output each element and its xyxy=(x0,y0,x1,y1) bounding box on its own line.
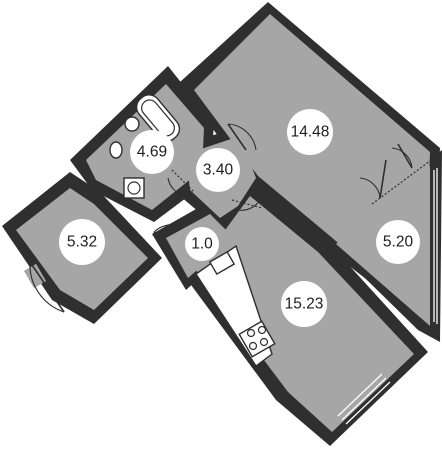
badge-loggia xyxy=(376,220,420,264)
room-balcony: 5.32 xyxy=(59,219,105,265)
door-swing-bathroom xyxy=(167,177,187,197)
bathroom-fixtures xyxy=(109,94,181,199)
area-kitchen: 15.23 xyxy=(285,296,324,313)
area-hallway: 3.40 xyxy=(203,162,234,179)
badge-wc xyxy=(185,227,219,261)
sink-icon xyxy=(124,116,140,132)
door-leaf-loggia-2 xyxy=(397,143,413,169)
burner-3-icon xyxy=(248,341,258,351)
doors xyxy=(23,123,435,313)
badge-balcony xyxy=(59,219,105,265)
burner-2-icon xyxy=(257,325,267,335)
area-living-room: 14.48 xyxy=(291,124,330,141)
room-living-room: 14.48 xyxy=(287,109,333,155)
bathtub-inner xyxy=(141,99,175,137)
kitchen-window-2 xyxy=(341,377,387,421)
kitchen-sink-icon xyxy=(208,250,236,276)
door-swing-loggia-2 xyxy=(391,147,413,169)
badge-bathroom xyxy=(130,130,174,174)
kitchen-fixtures xyxy=(195,244,276,368)
room-kitchen: 15.23 xyxy=(281,281,327,327)
loggia-threshold xyxy=(371,157,435,205)
room-hallway: 3.40 xyxy=(196,148,240,192)
badge-living-room xyxy=(287,109,333,155)
door-swing-wc xyxy=(153,224,181,233)
room-wc: 1.0 xyxy=(185,227,219,261)
room-loggia: 5.20 xyxy=(376,220,420,264)
bathroom-threshold xyxy=(171,169,195,193)
door-leaf-living-room xyxy=(227,123,247,151)
burner-1-icon xyxy=(246,328,256,338)
door-swing-hallway xyxy=(237,195,263,211)
area-balcony: 5.32 xyxy=(67,234,97,251)
bathtub xyxy=(135,94,181,142)
badge-hallway xyxy=(196,148,240,192)
room-bathroom: 4.69 xyxy=(130,130,174,174)
hallway-threshold xyxy=(231,199,263,209)
door-swing-balcony xyxy=(29,261,65,313)
floors xyxy=(16,14,430,432)
area-bathroom: 4.69 xyxy=(137,144,167,161)
door-leaf-wc xyxy=(153,231,171,251)
washing-machine-icon xyxy=(123,177,145,199)
door-leaf-balcony xyxy=(29,261,65,313)
area-wc: 1.0 xyxy=(191,236,213,253)
door-swing-living-room xyxy=(227,123,257,151)
washing-machine-drum xyxy=(127,181,141,195)
door-leaf-loggia-1 xyxy=(379,159,387,199)
badge-kitchen xyxy=(281,281,327,327)
balcony-door-opening xyxy=(23,263,47,289)
area-loggia: 5.20 xyxy=(383,234,414,251)
kitchen-window-1 xyxy=(337,373,383,417)
area-labels: 14.48 4.69 3.40 5.32 1.0 15.23 5.20 xyxy=(59,109,420,327)
burner-4-icon xyxy=(259,337,269,347)
door-swing-loggia-1 xyxy=(359,177,381,199)
toilet-icon xyxy=(109,141,123,159)
windows xyxy=(337,168,438,425)
kitchen-window-3 xyxy=(345,381,391,425)
